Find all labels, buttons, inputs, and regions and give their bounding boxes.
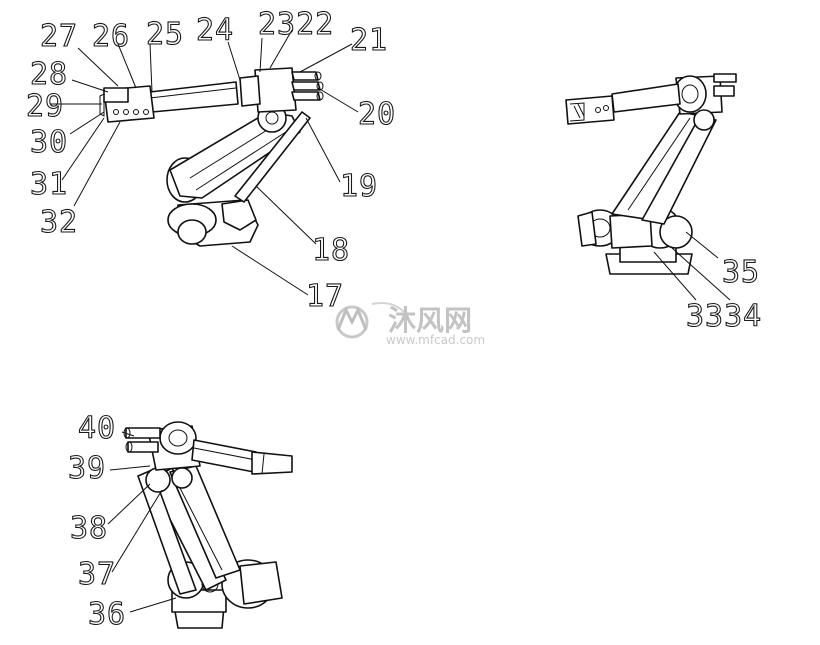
view3-leader-lines: [107, 431, 177, 613]
label-31: 31: [30, 167, 68, 202]
watermark-text: 沐风网: [388, 304, 472, 337]
label-35: 35: [722, 255, 760, 290]
label-21: 21: [350, 23, 388, 58]
label-26: 26: [92, 19, 130, 54]
label-39: 39: [68, 451, 106, 486]
label-3334: 3334: [686, 299, 762, 334]
label-30: 30: [30, 125, 68, 160]
callout-labels: 27 26 25 24 2322 21 20 19 18 17 28 29 30…: [25, 6, 762, 632]
label-2322: 2322: [258, 7, 334, 42]
label-32: 32: [40, 205, 78, 240]
label-28: 28: [30, 57, 68, 92]
robot-view-rear: [565, 73, 737, 275]
label-37: 37: [78, 557, 116, 592]
label-20: 20: [358, 97, 396, 132]
watermark-url: www.mfcad.com: [386, 333, 485, 347]
label-25: 25: [146, 17, 184, 52]
robot-view-side: [123, 421, 293, 629]
label-17: 17: [306, 279, 344, 314]
watermark-logo-icon: [335, 302, 405, 339]
view1-leader-lines: [50, 29, 359, 296]
label-24: 24: [196, 13, 234, 48]
label-29: 29: [26, 89, 64, 124]
label-38: 38: [70, 511, 108, 546]
label-19: 19: [340, 169, 378, 204]
watermark: 沐风网 www.mfcad.com: [335, 302, 485, 347]
label-40: 40: [78, 411, 116, 446]
label-36: 36: [88, 597, 126, 632]
label-27: 27: [40, 19, 78, 54]
label-18: 18: [312, 233, 350, 268]
view2-leader-lines: [653, 231, 731, 301]
robot-view-front: [99, 67, 324, 247]
